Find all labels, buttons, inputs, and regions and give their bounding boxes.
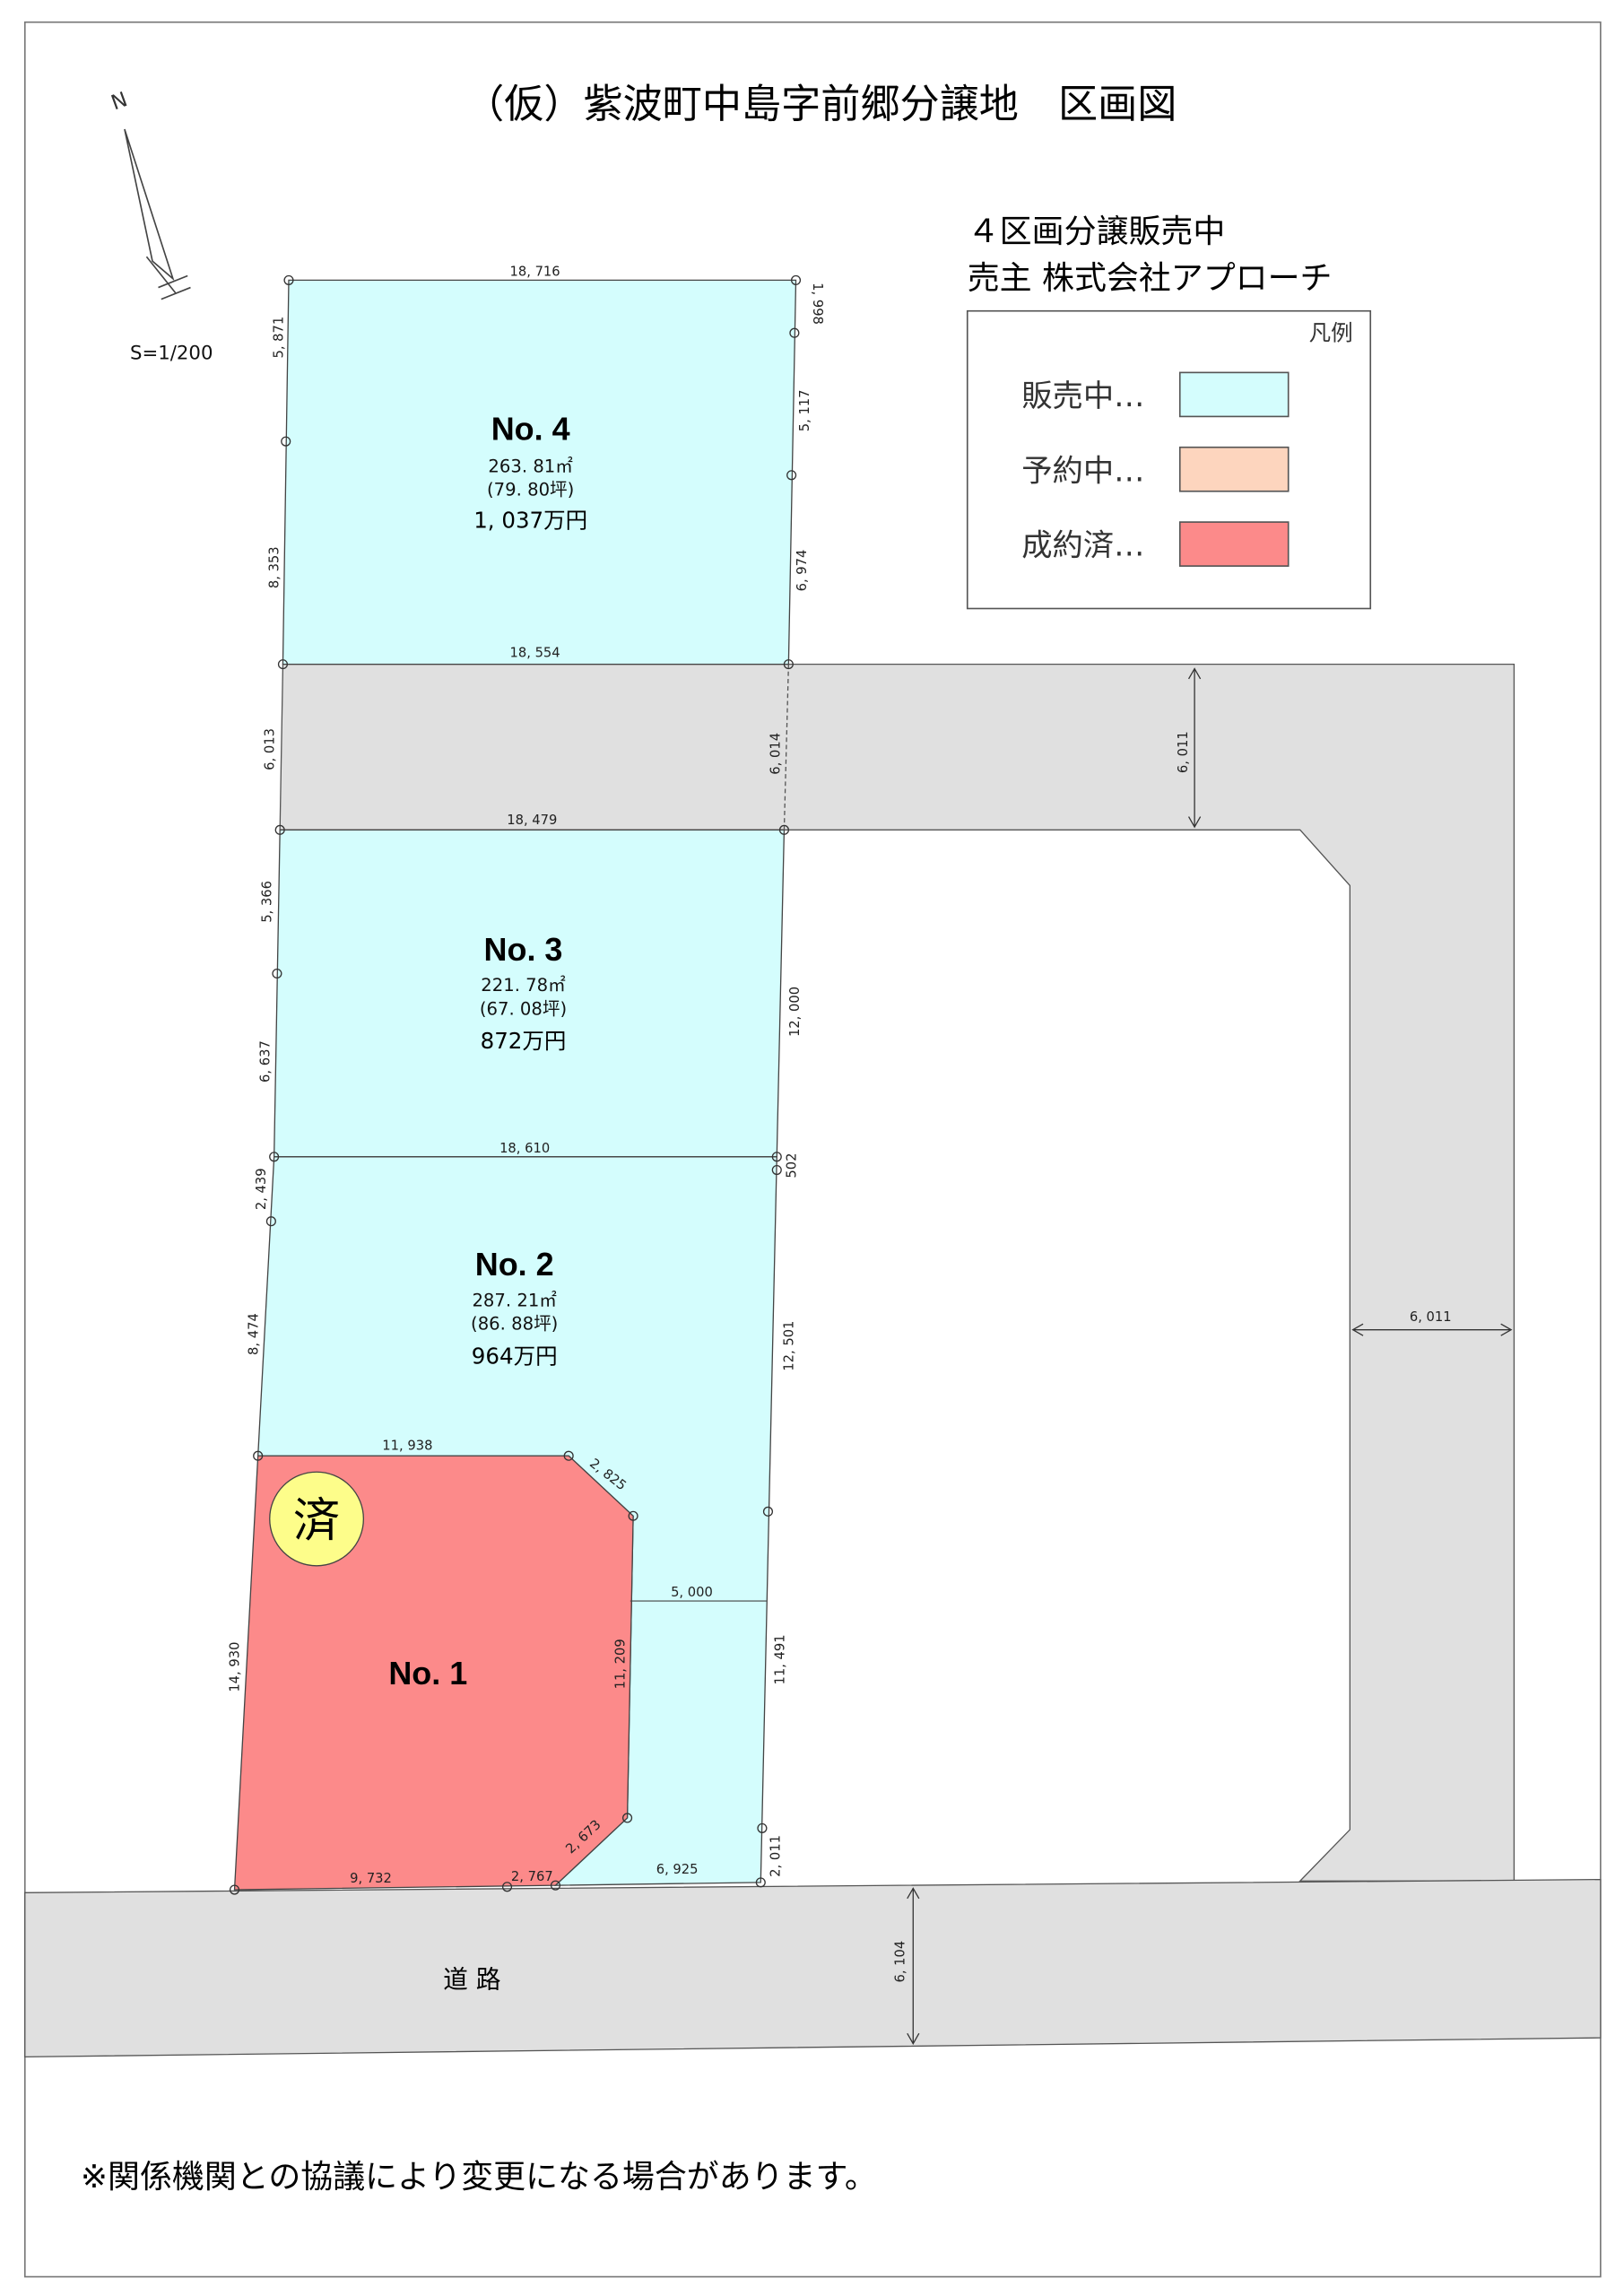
public-road bbox=[24, 1878, 1602, 2058]
legend-swatch-sold bbox=[1178, 521, 1290, 567]
lot-1[interactable] bbox=[233, 1455, 634, 1891]
dim-label: 2, 767 bbox=[511, 1869, 553, 1884]
legend-label-available: 販売中… bbox=[1021, 378, 1144, 414]
sold-badge-label: 済 bbox=[293, 1493, 340, 1548]
lot-2-area: 287. 21㎡ bbox=[472, 1291, 557, 1311]
dim-label: 2, 011 bbox=[769, 1835, 784, 1877]
sale-info-seller: 売主 株式会社アプローチ bbox=[968, 260, 1333, 297]
lot-4-number: No. 4 bbox=[491, 411, 570, 448]
sale-info-line1: ４区画分譲販売中 bbox=[968, 213, 1226, 250]
dim-label: 18, 479 bbox=[507, 813, 557, 828]
dim-label: 6, 104 bbox=[892, 1941, 908, 1983]
boundary-dashed bbox=[783, 664, 790, 831]
dim-label: 6, 974 bbox=[795, 550, 810, 592]
sold-badge bbox=[269, 1471, 365, 1567]
dimension-labels: 18, 716 5, 871 8, 353 1, 998 5, 117 6, 9… bbox=[227, 264, 1451, 1982]
dim-label: 8, 353 bbox=[267, 546, 282, 588]
dim-label: 8, 474 bbox=[247, 1313, 262, 1355]
dim-label: 12, 000 bbox=[787, 987, 803, 1037]
dim-label: 5, 366 bbox=[259, 881, 274, 923]
survey-points bbox=[229, 274, 802, 1895]
dim-label: 2, 439 bbox=[254, 1168, 269, 1210]
dim-label: 502 bbox=[785, 1153, 800, 1178]
scale-label: S=1/200 bbox=[130, 343, 213, 365]
dim-label: 1, 998 bbox=[810, 283, 825, 325]
lot-2-price: 964万円 bbox=[472, 1343, 558, 1369]
dim-label: 6, 011 bbox=[1410, 1309, 1452, 1325]
legend-swatch-available bbox=[1178, 371, 1290, 418]
dim-label: 5, 871 bbox=[271, 317, 286, 359]
legend-label-reserved: 予約中… bbox=[1021, 453, 1144, 489]
dim-label: 6, 637 bbox=[258, 1040, 274, 1083]
width-arrows bbox=[907, 667, 1513, 2045]
lot-1-number: No. 1 bbox=[388, 1655, 467, 1692]
dim-label: 18, 554 bbox=[510, 645, 560, 660]
legend-title: 凡例 bbox=[1309, 319, 1353, 345]
dim-label: 6, 014 bbox=[769, 733, 784, 775]
dim-label: 11, 209 bbox=[612, 1639, 628, 1689]
legend-label-sold: 成約済… bbox=[1021, 528, 1144, 564]
lot-4-price: 1, 037万円 bbox=[473, 508, 587, 534]
dim-label: 6, 925 bbox=[656, 1862, 699, 1877]
dim-label: 9, 732 bbox=[350, 1871, 392, 1886]
road-label: 道 路 bbox=[443, 1965, 501, 1995]
dim-label: 5, 000 bbox=[671, 1585, 713, 1600]
dim-label: 11, 938 bbox=[382, 1439, 432, 1454]
lot-4-tsubo: (79. 80坪) bbox=[487, 480, 574, 500]
lot-2-tsubo: (86. 88坪) bbox=[471, 1314, 558, 1335]
lot-2-number: No. 2 bbox=[475, 1246, 554, 1283]
lot-3-area: 221. 78㎡ bbox=[481, 975, 566, 996]
dim-label: 12, 501 bbox=[781, 1321, 796, 1371]
dim-label: 18, 610 bbox=[499, 1141, 550, 1156]
page-title: （仮）紫波町中島字前郷分譲地 区画図 bbox=[465, 82, 1177, 127]
lot-3-price: 872万円 bbox=[481, 1028, 567, 1054]
dim-label: 11, 491 bbox=[772, 1634, 787, 1684]
dim-label: 6, 011 bbox=[1176, 731, 1191, 773]
dim-label: 6, 013 bbox=[263, 728, 278, 770]
dim-label: 5, 117 bbox=[797, 389, 812, 431]
north-arrow-icon bbox=[124, 128, 191, 300]
legend: 凡例 販売中… 予約中… 成約済… bbox=[966, 309, 1372, 610]
dim-label: 14, 930 bbox=[227, 1642, 242, 1692]
lot-3-number: No. 3 bbox=[484, 931, 563, 968]
dim-label: 18, 716 bbox=[510, 264, 560, 279]
lot-3-tsubo: (67. 08坪) bbox=[480, 998, 567, 1019]
footnote: ※関係機関との協議により変更になる場合があります。 bbox=[81, 2159, 877, 2196]
legend-swatch-reserved bbox=[1178, 446, 1290, 492]
lot-4-area: 263. 81㎡ bbox=[488, 457, 573, 477]
